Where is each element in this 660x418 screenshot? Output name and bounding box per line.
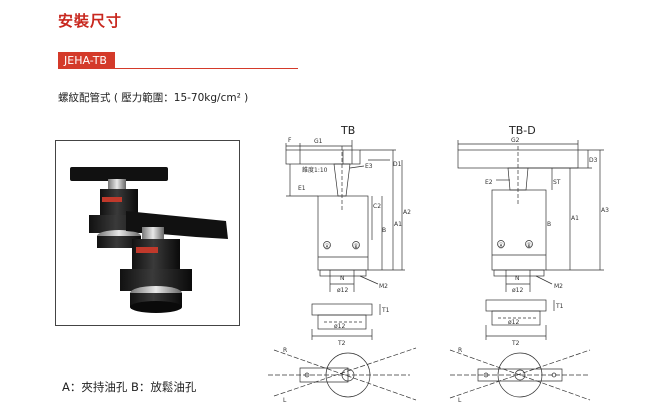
label-e3: E3 — [365, 163, 373, 170]
tb-port-a — [323, 241, 331, 249]
label-b-left: B — [382, 227, 386, 234]
label-t2-right: T2 — [511, 340, 520, 347]
label-a1-right: A1 — [571, 215, 579, 222]
label-l-right: L — [458, 397, 462, 404]
label-m2-left: M2 — [379, 283, 388, 290]
label-phi-flange-left: ø12 — [334, 323, 345, 330]
label-c2-left: C2 — [373, 203, 381, 210]
label-e2: E2 — [485, 179, 493, 186]
label-a3: A3 — [601, 207, 609, 214]
label-phi-right: ø12 — [512, 287, 523, 294]
tbd-body — [491, 189, 547, 271]
swing-clamp-photo-icon — [70, 167, 228, 313]
label-taper: 錐度1:10 — [302, 166, 328, 174]
tb-port-b — [352, 241, 360, 249]
label-port-a-left: Ⓐ — [324, 243, 330, 251]
tbd-port-a — [497, 240, 505, 248]
label-t2-left: T2 — [337, 340, 346, 347]
label-port-b-left: Ⓑ — [353, 243, 359, 251]
model-tag: JEHA-TB — [58, 52, 115, 69]
label-phi-flange-right: ø12 — [508, 319, 519, 326]
label-g1: G1 — [314, 138, 323, 145]
label-a1-left: A1 — [394, 221, 402, 228]
label-l-left: L — [283, 397, 287, 404]
page-title: 安裝尺寸 — [58, 12, 123, 30]
product-photo — [55, 140, 240, 326]
label-t1-right: T1 — [555, 303, 564, 310]
label-d1: D1 — [393, 161, 402, 168]
view-title-tb: TB — [340, 124, 355, 137]
label-d3: D3 — [589, 157, 598, 164]
label-t1-left: T1 — [381, 307, 390, 314]
view-title-tbd: TB-D — [508, 124, 536, 137]
label-st: ST — [553, 179, 561, 186]
label-f: F — [288, 137, 292, 144]
piping-subtitle: 螺紋配管式 ( 壓力範圍：15-70kg/cm² ) — [58, 92, 249, 104]
tb-top-flange — [325, 352, 371, 398]
label-n-left: N — [340, 275, 345, 282]
label-b-right: B — [547, 221, 551, 228]
label-port-b-right: Ⓑ — [526, 242, 532, 250]
tb-body — [317, 195, 369, 271]
label-port-a-right: Ⓐ — [498, 242, 504, 250]
tb-arm — [285, 149, 361, 165]
label-n-right: N — [515, 275, 520, 282]
label-a2: A2 — [403, 209, 411, 216]
label-r-left: R — [283, 347, 287, 354]
label-e1: E1 — [298, 185, 306, 192]
tbd-port-b — [525, 240, 533, 248]
tag-underline — [58, 68, 298, 69]
label-phi-left: ø12 — [337, 287, 348, 294]
label-m2-right: M2 — [554, 283, 563, 290]
label-g2: G2 — [511, 137, 520, 144]
label-r-right: R — [458, 347, 462, 354]
tbd-top-flange — [497, 352, 543, 398]
port-legend: A：夾持油孔 B：放鬆油孔 — [62, 380, 197, 394]
